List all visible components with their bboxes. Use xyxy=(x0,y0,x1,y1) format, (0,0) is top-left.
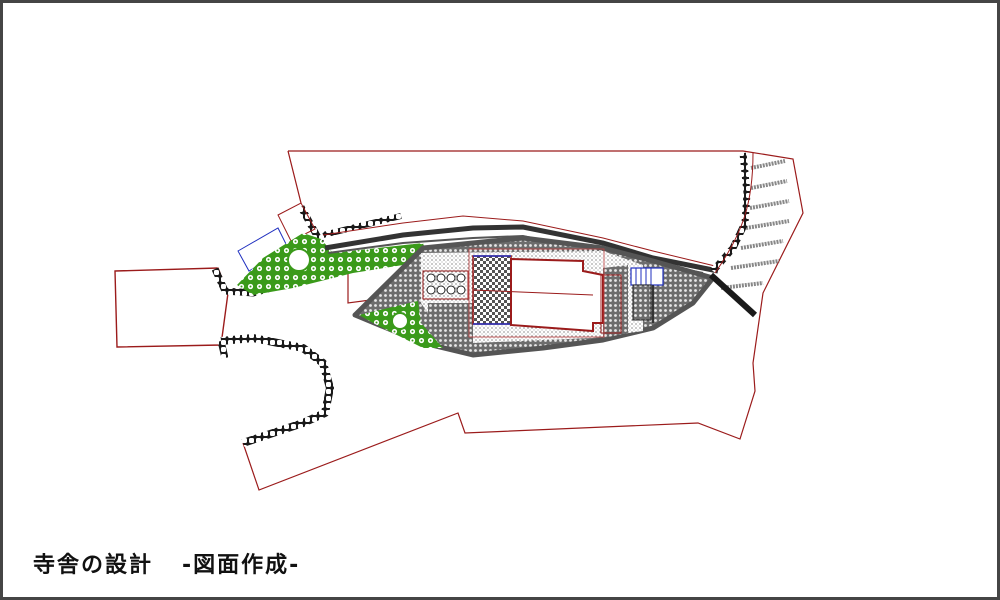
access-road xyxy=(324,224,719,274)
stairs xyxy=(630,267,664,323)
retaining-wall-dark xyxy=(708,272,758,318)
stone-wall-lower xyxy=(220,334,334,447)
main-hall xyxy=(468,248,622,338)
planting-area-upper xyxy=(237,233,428,295)
slope-hatching xyxy=(720,159,790,290)
drawing-caption: 寺舎の設計 -図面作成- xyxy=(33,547,300,579)
stone-circles xyxy=(422,270,469,300)
stone-wall-right xyxy=(710,152,751,274)
caption-subtitle: -図面作成- xyxy=(182,553,301,578)
site-plan-drawing xyxy=(114,150,804,491)
caption-title: 寺舎の設計 xyxy=(33,553,154,578)
